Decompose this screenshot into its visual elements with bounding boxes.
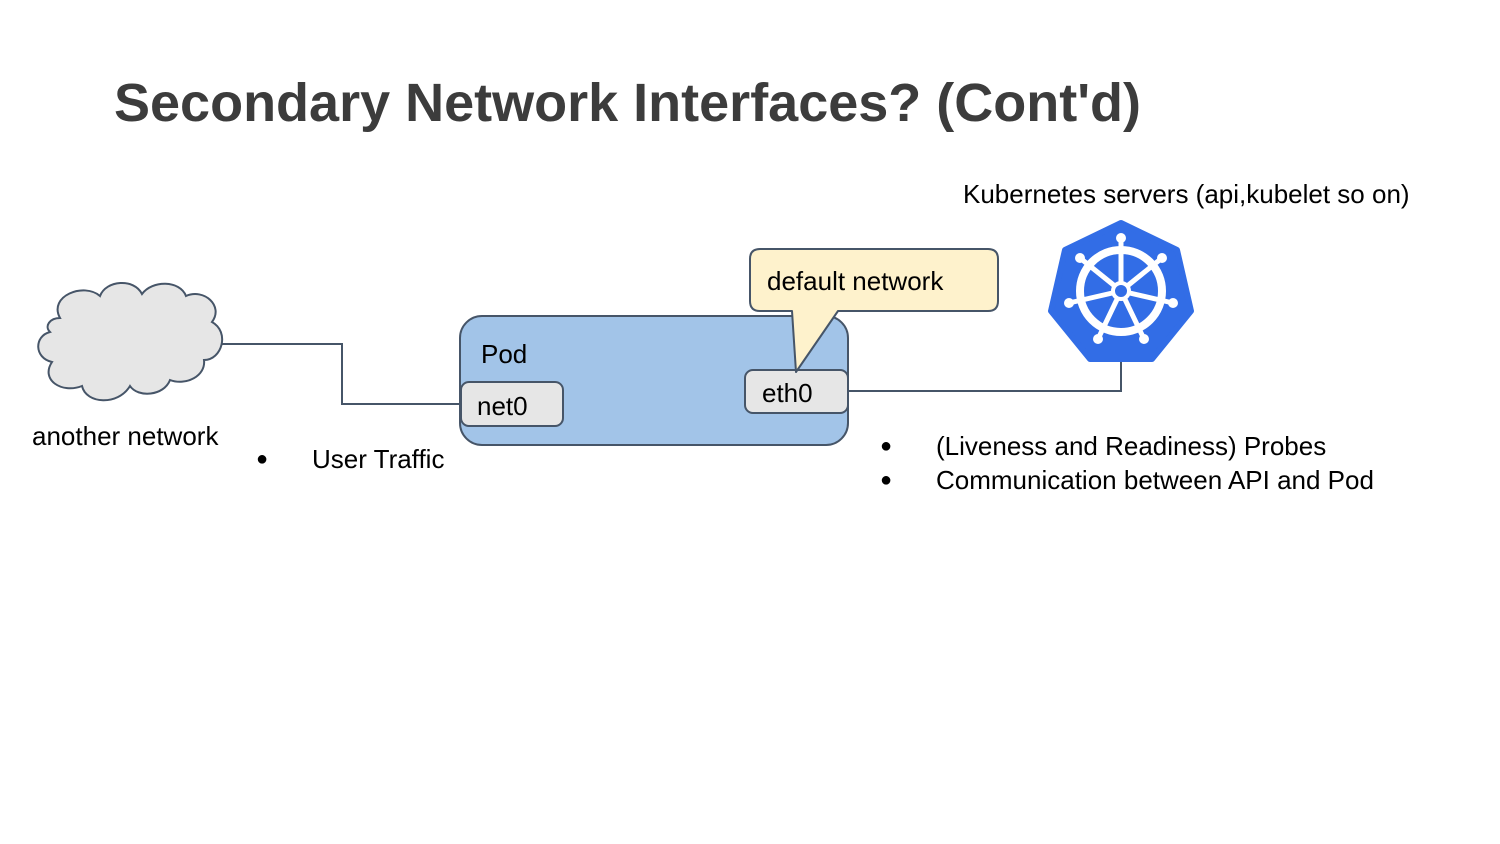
default-network-callout <box>749 248 999 373</box>
user-traffic-bullets: User Traffic <box>256 442 444 476</box>
kubernetes-servers-label: Kubernetes servers (api,kubelet so on) <box>963 179 1410 209</box>
bullet-item: Communication between API and Pod <box>880 463 1374 497</box>
connector-eth0-to-kubernetes <box>848 354 1122 392</box>
default-network-label: default network <box>767 266 944 296</box>
bullet-item: (Liveness and Readiness) Probes <box>880 429 1374 463</box>
pod-label: Pod <box>481 339 528 369</box>
another-network-label: another network <box>32 421 219 451</box>
eth0-label: eth0 <box>762 378 813 408</box>
page-title: Secondary Network Interfaces? (Cont'd) <box>114 73 1142 133</box>
cloud-icon <box>37 282 223 402</box>
bullet-item: User Traffic <box>256 442 444 476</box>
connector-cloud-to-net0 <box>221 343 461 405</box>
net0-interface-box <box>460 381 564 427</box>
default-network-bullets: (Liveness and Readiness) Probes Communic… <box>880 429 1374 497</box>
net0-label: net0 <box>477 391 528 421</box>
kubernetes-helm-icon <box>1048 220 1194 362</box>
